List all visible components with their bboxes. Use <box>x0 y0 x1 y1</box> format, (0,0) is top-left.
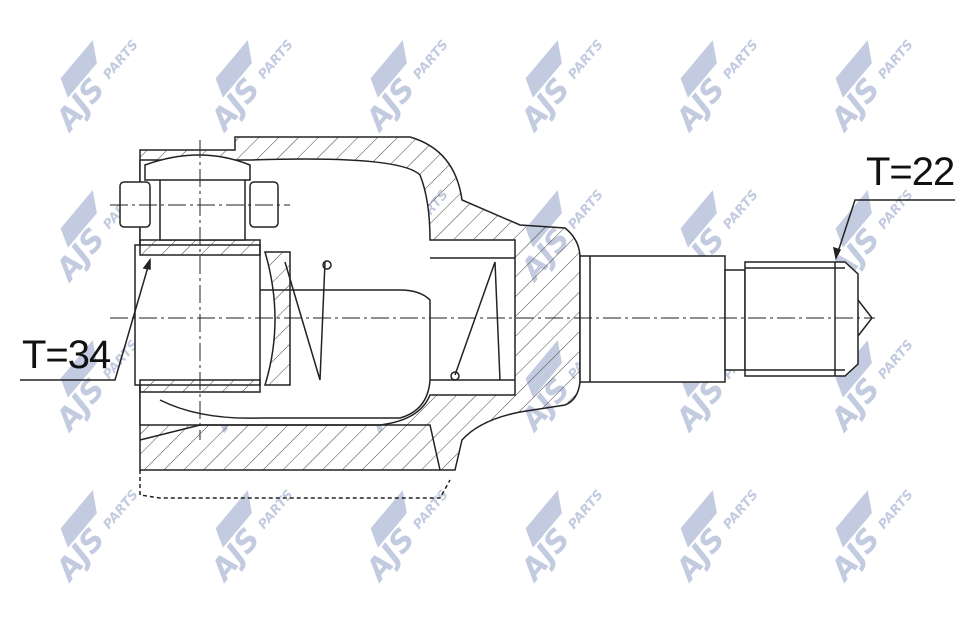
shaft-spline-label: T=22 <box>866 150 955 194</box>
svg-text:AJS: AJS <box>823 72 887 139</box>
svg-text:PARTS: PARTS <box>876 37 917 82</box>
svg-text:AJS: AJS <box>358 522 422 589</box>
svg-text:PARTS: PARTS <box>721 487 762 532</box>
svg-text:PARTS: PARTS <box>721 37 762 82</box>
svg-text:PARTS: PARTS <box>411 37 452 82</box>
springs <box>284 257 515 381</box>
svg-text:PARTS: PARTS <box>256 37 297 82</box>
svg-text:AJS: AJS <box>823 372 887 439</box>
svg-text:AJS: AJS <box>513 522 577 589</box>
svg-text:PARTS: PARTS <box>876 487 917 532</box>
svg-text:PARTS: PARTS <box>101 37 142 82</box>
svg-text:AJS: AJS <box>48 72 112 139</box>
svg-text:PARTS: PARTS <box>876 337 917 382</box>
joint-spline-label: T=34 <box>22 333 111 377</box>
svg-text:AJS: AJS <box>823 522 887 589</box>
svg-text:AJS: AJS <box>48 222 112 289</box>
svg-text:PARTS: PARTS <box>411 487 452 532</box>
svg-text:AJS: AJS <box>513 72 577 139</box>
svg-text:AJS: AJS <box>203 72 267 139</box>
svg-text:PARTS: PARTS <box>566 37 607 82</box>
svg-text:AJS: AJS <box>668 522 732 589</box>
svg-text:AJS: AJS <box>203 522 267 589</box>
tripod-roller <box>119 154 291 393</box>
leader-lines <box>20 199 955 381</box>
svg-text:AJS: AJS <box>48 522 112 589</box>
svg-text:AJS: AJS <box>358 72 422 139</box>
svg-text:AJS: AJS <box>668 72 732 139</box>
svg-text:PARTS: PARTS <box>721 187 762 232</box>
shaft <box>579 255 873 383</box>
svg-text:PARTS: PARTS <box>101 487 142 532</box>
svg-text:PARTS: PARTS <box>256 487 297 532</box>
svg-text:PARTS: PARTS <box>566 487 607 532</box>
centerlines <box>110 140 875 440</box>
svg-text:PARTS: PARTS <box>566 187 607 232</box>
svg-text:AJS: AJS <box>48 372 112 439</box>
